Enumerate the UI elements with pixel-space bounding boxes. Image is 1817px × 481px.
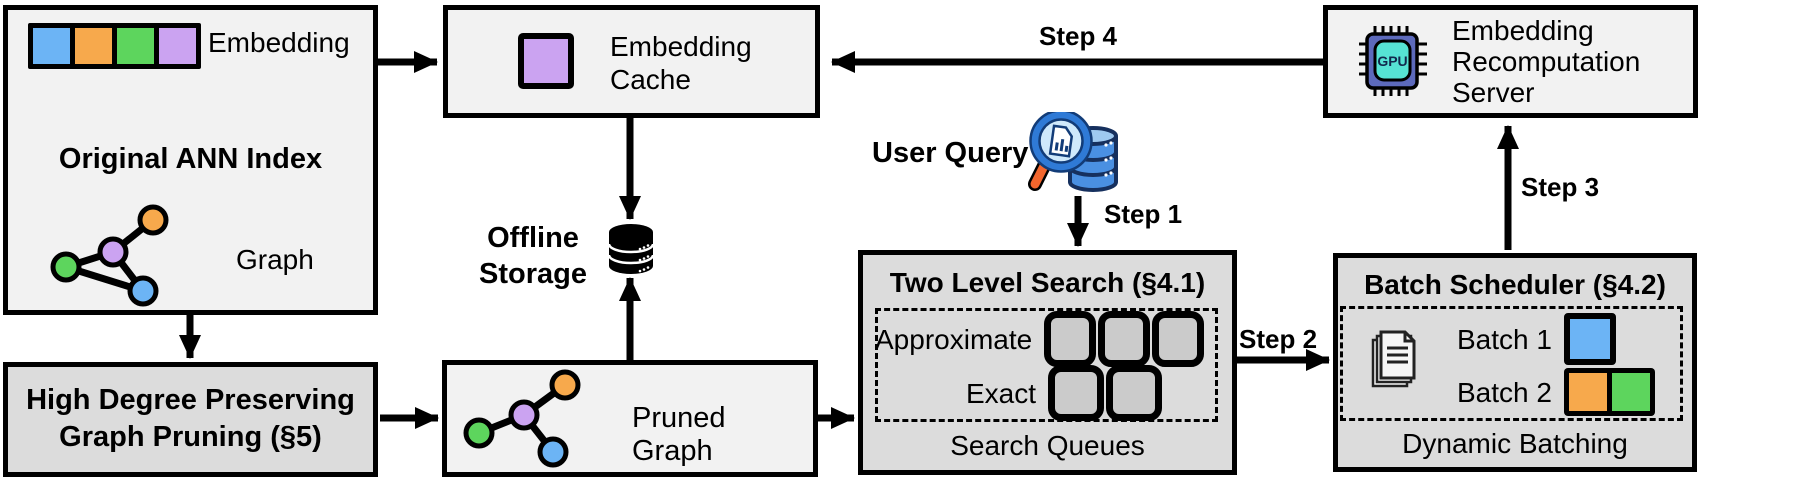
search-queues-panel	[875, 308, 1218, 422]
dynamic-batching-footer: Dynamic Batching	[1402, 428, 1628, 459]
offline-storage-database-icon	[607, 224, 655, 274]
offline-storage-label: Offline Storage	[479, 222, 587, 290]
queue-slot-icon	[1152, 311, 1204, 367]
exact-queue-row: Exact	[875, 365, 1175, 421]
documents-stack-icon	[1371, 330, 1416, 388]
embedding-vector-icon	[28, 23, 201, 69]
pruned-graph-box: Pruned Graph	[442, 360, 818, 477]
batch1-label: Batch 1	[1457, 323, 1552, 355]
step4-label: Step 4	[1038, 21, 1118, 51]
user-query-label: User Query	[872, 137, 1029, 169]
embedding-cell-green	[117, 28, 154, 64]
batch-squares-icon	[1563, 313, 1616, 365]
queue-slot-icon	[1106, 365, 1162, 421]
graph-pruning-title: High Degree Preserving Graph Pruning (§5…	[26, 384, 355, 453]
batch-squares-icon	[1563, 368, 1655, 416]
two-level-search-box: Two Level Search (§4.1) Approximate Exac…	[858, 250, 1237, 475]
graph-label: Graph	[236, 244, 314, 275]
embedding-label: Embedding	[208, 27, 350, 58]
ann-index-title: Original ANN Index	[58, 143, 323, 175]
embedding-cell-purple	[159, 28, 196, 64]
embedding-cell-orange	[75, 28, 112, 64]
graph-pruning-box: High Degree Preserving Graph Pruning (§5…	[3, 362, 378, 477]
embedding-cell-blue	[33, 28, 70, 64]
queue-slot-icon	[1044, 311, 1097, 367]
dynamic-batching-panel	[1340, 306, 1683, 421]
pruned-graph-label: Pruned Graph	[632, 402, 726, 467]
query-magnifier-database-icon	[1028, 112, 1118, 192]
step2-label: Step 2	[1239, 324, 1318, 354]
step3-label: Step 3	[1521, 172, 1600, 202]
graph-icon	[50, 204, 169, 307]
approximate-label: Approximate	[875, 323, 1033, 355]
search-queues-footer: Search Queues	[950, 430, 1145, 461]
queue-slot-icon	[1098, 311, 1151, 367]
batch2-orange-square	[1568, 373, 1607, 411]
step1-label: Step 1	[1104, 199, 1183, 229]
exact-label: Exact	[965, 377, 1036, 409]
batch-scheduler-box: Batch Scheduler (§4.2) Batch 1 Batch 2 D…	[1333, 253, 1697, 472]
cached-embedding-icon	[518, 33, 574, 89]
batch1-row: Batch 1	[1457, 313, 1616, 365]
approximate-queue-row: Approximate	[875, 311, 1218, 367]
batch-scheduler-title: Batch Scheduler (§4.2)	[1364, 269, 1666, 300]
original-ann-index-box: Embedding Original ANN Index Graph	[3, 5, 378, 315]
queue-slot-icon	[1048, 365, 1104, 421]
embedding-cache-box: Embedding Cache	[443, 5, 820, 118]
recomputation-server-box: GPU Embedding Recomputation Server	[1323, 5, 1698, 118]
batch2-label: Batch 2	[1457, 376, 1552, 408]
batch2-green-square	[1611, 373, 1650, 411]
recomputation-server-label: Embedding Recomputation Server	[1452, 15, 1641, 108]
two-level-search-title: Two Level Search (§4.1)	[889, 267, 1206, 298]
batch2-row: Batch 2	[1457, 368, 1655, 416]
pruned-graph-icon	[463, 369, 581, 468]
gpu-chip-icon: GPU	[1359, 26, 1427, 96]
gpu-chip-text: GPU	[1377, 53, 1407, 69]
embedding-cache-label: Embedding Cache	[610, 31, 752, 95]
